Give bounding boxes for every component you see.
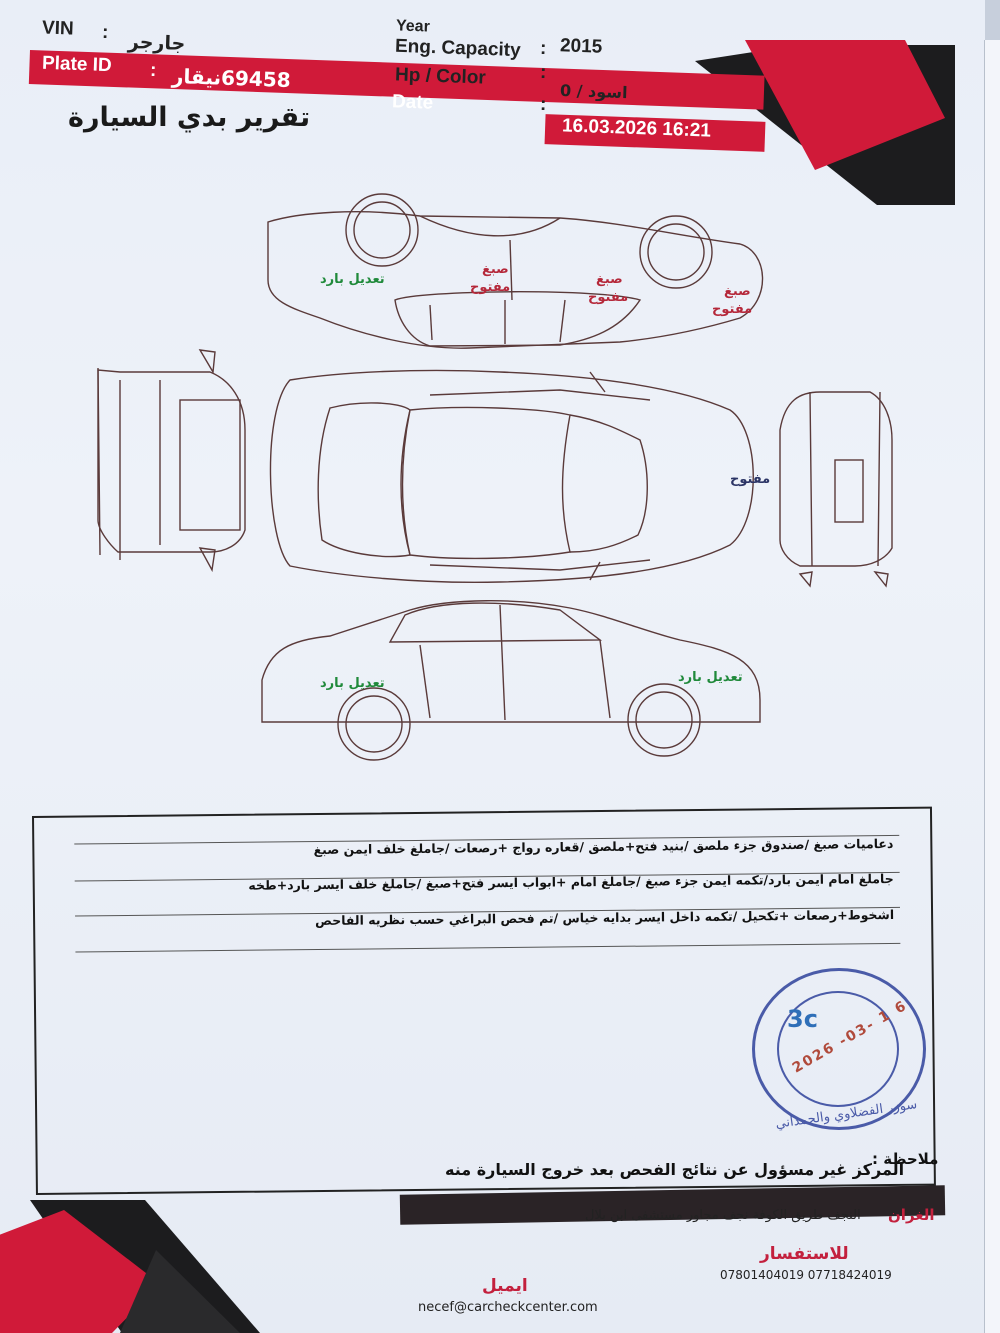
car-rear-outline	[97, 349, 246, 573]
page-title: تقرير بدي السيارة	[68, 102, 311, 133]
vehicle-diagrams	[97, 193, 893, 761]
footer-email: necef@carcheckcenter.com	[418, 1300, 598, 1315]
footer-phones: 07801404019 07718424019	[720, 1268, 892, 1282]
mark-paint-front-door: صبغ	[482, 262, 509, 277]
car-side-outline	[261, 600, 761, 723]
mark-cold-fix-side-rear: تعديل بارد	[320, 676, 385, 691]
footer-email-label: ايميل	[482, 1276, 528, 1296]
footer-address: النجف طريق الكوفة نجف مجاور مستشفى ابن ب…	[585, 1208, 861, 1223]
next-page-edge	[984, 40, 1000, 1333]
mark-hood-open: مفتوح	[730, 472, 771, 487]
remark-label: ملاحظة :	[872, 1150, 939, 1168]
car-front-outline	[779, 391, 893, 588]
mark-cold-fix-side-front: تعديل بارد	[678, 670, 743, 685]
remark-text: المركز غير مسؤول عن نتائج الفحص بعد خروج…	[445, 1160, 905, 1179]
mark-open-rear-door: مفتوح	[588, 290, 629, 305]
car-top-outline-main	[269, 369, 754, 583]
note-row: اشخوط+رصعات +تكحيل /تكمه داخل ايسر بدايه…	[75, 906, 901, 953]
mark-open-rear-fender: مفتوح	[712, 302, 753, 317]
footer-inquiry-label: للاستفسار	[760, 1244, 849, 1264]
mark-paint-rear-door: صبغ	[596, 272, 623, 287]
car-top-outline-upper	[267, 211, 764, 349]
stamp-code: 3c	[787, 1005, 818, 1033]
footer-city-label: الغران	[888, 1206, 935, 1224]
mark-paint-rear-fender: صبغ	[724, 284, 751, 299]
footer	[0, 1180, 985, 1333]
mark-open-front-door: مفتوح	[470, 280, 511, 295]
mark-cold-fix-top-left: تعديل بارد	[320, 272, 385, 287]
inspection-stamp: 3c 2026 -03- 1 6 سوزر الفضلاوي والحمداني	[752, 968, 926, 1132]
